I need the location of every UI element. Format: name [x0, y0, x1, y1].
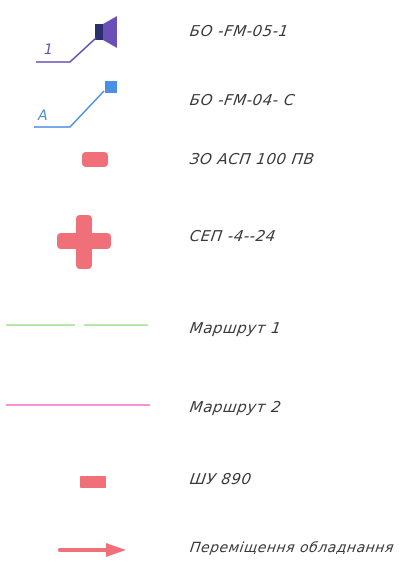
- tag-a: А: [38, 108, 48, 124]
- speaker-icon: [36, 16, 117, 63]
- legend-label-route-1: Маршрут 1: [188, 319, 283, 337]
- legend-row-route-1: Маршрут 1: [0, 310, 414, 350]
- green-dashed-line-icon: [6, 324, 148, 326]
- legend-label-shu: ШУ 890: [188, 470, 253, 488]
- legend-label-asp: ЗО АСП 100 ПВ: [188, 150, 316, 168]
- legend-label-equipment-move: Переміщення обладнання: [188, 540, 396, 556]
- legend-row-shu: ШУ 890: [0, 465, 414, 505]
- red-cross-icon: [57, 215, 111, 269]
- tag-1: 1: [44, 42, 53, 58]
- legend-row-asp: ЗО АСП 100 ПВ: [0, 140, 414, 180]
- speaker-small-icon: [34, 81, 117, 128]
- red-rounded-block-icon: [82, 152, 108, 167]
- legend-label-bo-fm-04-c: БО -FM-04- С: [188, 91, 297, 109]
- legend-label-route-2: Маршрут 2: [188, 398, 283, 416]
- legend-row-sep: СЕП -4--24: [0, 205, 414, 275]
- legend-row-route-2: Маршрут 2: [0, 390, 414, 430]
- red-rectangle-icon: [80, 476, 106, 488]
- red-arrow-icon: [58, 543, 126, 557]
- legend-row-equipment-move: Переміщення обладнання: [0, 535, 414, 573]
- legend-row-bo-fm-04-c: А БО -FM-04- С: [0, 75, 414, 135]
- magenta-line-icon: [6, 404, 150, 406]
- legend-label-sep: СЕП -4--24: [188, 227, 278, 245]
- legend-label-bo-fm-05-1: БО -FM-05-1: [188, 22, 291, 40]
- legend-row-bo-fm-05-1: 1 БО -FM-05-1: [0, 0, 414, 80]
